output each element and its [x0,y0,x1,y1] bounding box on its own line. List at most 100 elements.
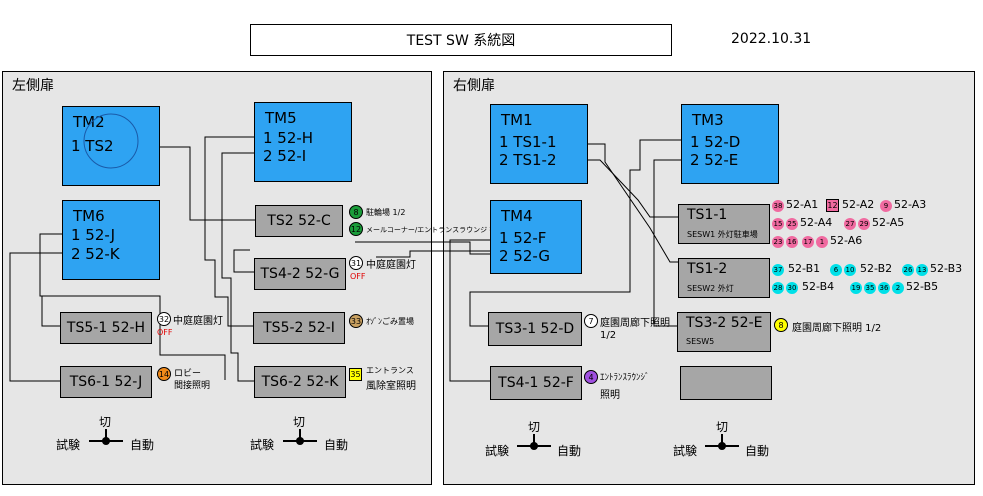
ts1-2-box: TS1-2 SESW2 外灯 [678,258,770,298]
selector-switch-icon[interactable] [280,428,320,454]
badge-2: 2 [892,282,904,294]
label-ozone-trash: ｵｿﾞﾝごみ置場 [366,317,414,326]
page-title: TEST SW 系統図 [250,24,672,56]
tm3-box: TM3 1 52-D 2 52-E [681,104,779,184]
tm5-line1: 1 52-H [263,129,314,147]
label-lighting: 照明 [600,390,620,401]
ts1-1-sub: SESW1 外灯駐車場 [687,230,758,239]
label-garden-corridor-8: 庭園周廊下照明 1/2 [792,323,882,334]
badge-6: 6 [830,264,842,276]
switch4-jido: 自動 [745,444,770,458]
tm1-line1: 1 TS1-1 [499,133,557,151]
selector-switch-icon[interactable] [86,428,126,454]
ts2-52c-box: TS2 52-C [255,205,343,237]
badge-8-yellow: 8 [774,318,788,332]
label-52-a2: 52-A2 [842,198,875,211]
label-52-b3: 52-B3 [930,262,963,275]
switch2-jido: 自動 [324,438,349,452]
ts3-2-box: TS3-2 52-E SESW5 [677,312,771,352]
ts5-1-52h-box: TS5-1 52-H [60,312,152,344]
ts5-2-52i-box: TS5-2 52-I [253,312,345,344]
ts1-1-box: TS1-1 SESW1 外灯駐車場 [678,204,770,244]
switch2-shiken: 試験 [250,438,275,452]
label-mail-corner: メールコーナー/エントランスラウンジ 書棚 [366,226,504,234]
badge-38: 38 [772,200,784,212]
badge-12-green: 12 [349,222,363,236]
tm4-line2: 2 52-G [499,247,550,265]
label-courtyard-lamp-31: 中庭庭園灯 [366,260,416,271]
badge-37: 37 [772,264,784,276]
tm6-box: TM6 1 52-J 2 52-K [62,200,160,280]
tm1-line2: 2 TS1-2 [499,151,557,169]
tm6-line1: 1 52-J [71,226,116,244]
badge-9: 9 [880,200,892,212]
badge-23: 23 [772,236,784,248]
badge-13: 13 [916,264,928,276]
badge-8-green: 8 [349,205,363,219]
tm1-box: TM1 1 TS1-1 2 TS1-2 [490,104,588,184]
label-entrance-lounge: ｴﾝﾄﾗﾝｽﾗｳﾝｼﾞ [600,373,650,383]
ts3-2-title: TS3-2 52-E [686,315,763,331]
tm5-title: TM5 [265,109,297,127]
badge-15: 15 [772,218,784,230]
switch1-jido: 自動 [130,438,155,452]
badge-19: 19 [850,282,862,294]
label-52-b1: 52-B1 [788,262,821,275]
selector-switch-icon[interactable] [514,433,554,459]
switch2-kiri: 切 [293,415,306,429]
tm5-line2: 2 52-I [263,147,307,165]
label-52-b5: 52-B5 [906,280,939,293]
badge-33: 33 [349,314,363,328]
label-entrance: エントランス [366,366,414,375]
ts1-1-title: TS1-1 [687,207,728,223]
status-off-31: OFF [350,272,366,281]
label-52-a6: 52-A6 [830,234,863,247]
selector-switch-icon[interactable] [702,433,742,459]
empty-box [680,366,772,400]
label-52-a5: 52-A5 [872,216,905,229]
badge-14: 14 [157,367,171,381]
status-off-32: OFF [157,328,173,337]
tm2-box: TM2 1 TS2 [62,106,160,186]
timer-dial-icon [83,113,139,169]
switch4-shiken: 試験 [673,444,698,458]
switch1-kiri: 切 [99,415,112,429]
switch3-jido: 自動 [557,444,582,458]
switch1-shiken: 試験 [56,438,81,452]
badge-27: 27 [844,218,856,230]
switch3-kiri: 切 [528,420,541,434]
tm1-title: TM1 [501,111,533,129]
tm5-box: TM5 1 52-H 2 52-I [254,102,352,182]
tm4-line1: 1 52-F [499,229,547,247]
badge-28: 28 [772,282,784,294]
tm2-line1: 1 TS2 [71,137,114,155]
left-panel-title: 左側扉 [12,78,54,94]
ts1-2-sub: SESW2 外灯 [687,284,734,293]
label-52-b4: 52-B4 [802,280,835,293]
label-windbreak-room: 風除室照明 [366,381,416,392]
switch4-kiri: 切 [716,420,729,434]
badge-26: 26 [902,264,914,276]
badge-30: 30 [786,282,798,294]
badge-31: 31 [349,256,363,270]
label-garden-corridor-7: 庭園周廊下照明 [600,318,670,329]
badge-35-cyan: 35 [864,282,876,294]
label-courtyard-lamp-32: 中庭庭園灯 [173,316,223,327]
tm6-title: TM6 [73,207,105,225]
label-52-a3: 52-A3 [894,198,927,211]
badge-7: 7 [584,314,598,328]
badge-16: 16 [786,236,798,248]
ts3-1-52d-box: TS3-1 52-D [488,312,582,346]
label-lobby: ロビー [174,369,202,379]
date-label: 2022.10.31 [731,31,812,47]
badge-12-square: 12 [826,199,839,212]
badge-32: 32 [157,312,171,326]
tm3-line1: 1 52-D [690,133,741,151]
switch3-shiken: 試験 [485,444,510,458]
label-bicycle-parking: 駐輪場 1/2 [366,208,406,217]
badge-17: 17 [802,236,814,248]
right-panel-title: 右側扉 [453,78,495,94]
tm4-box: TM4 1 52-F 2 52-G [490,200,582,274]
tm3-title: TM3 [692,111,724,129]
